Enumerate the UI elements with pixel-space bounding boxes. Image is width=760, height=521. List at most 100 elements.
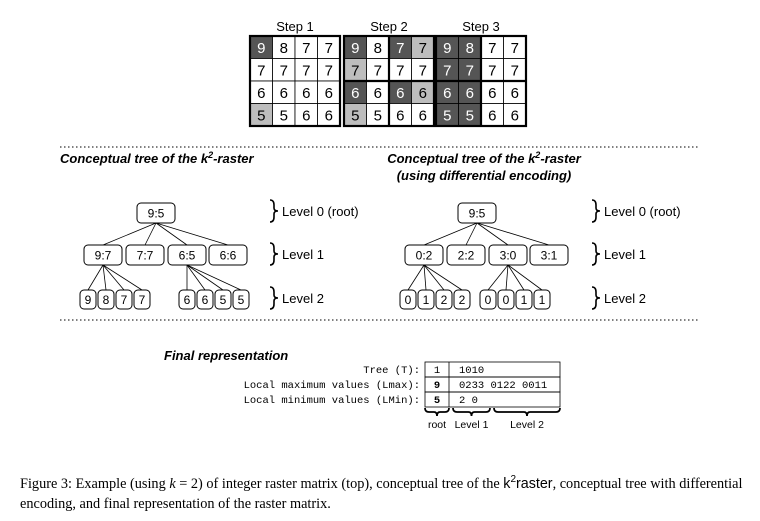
raster-cell-value: 6 [443,85,451,102]
level-bracket [591,242,601,266]
raster-cell-value: 7 [488,40,496,57]
raster-cell-value: 9 [351,40,359,57]
tree-level2-node [115,289,133,310]
step-title: Step 1 [276,19,314,34]
raster-cell-value: 7 [325,62,333,79]
raster-cell-value: 8 [466,40,474,57]
tree-edge [476,222,550,246]
level-label: Level 1 [282,247,324,262]
tree-level2-node-label: 0 [485,293,492,307]
tree-edge [102,264,143,291]
tree-edge [507,264,525,291]
raster-cell-value: 7 [419,40,427,57]
tree-level2-node-label: 9 [85,293,92,307]
raster-cell-value: 7 [443,62,451,79]
step-title: Step 2 [370,19,408,34]
tree-level2-node-label: 1 [423,293,430,307]
step-title: Step 3 [462,19,500,34]
tree-root-node [457,202,497,224]
final-brace-label: Level 1 [455,419,489,431]
tree-edges [87,222,242,291]
raster-cell-value: 5 [351,107,359,124]
level-bracket [269,199,279,223]
level-label: Level 0 (root) [604,204,681,219]
tree-level1-node [529,244,569,266]
tree-level2-node-label: 5 [220,293,227,307]
tree-level2-node [399,289,417,310]
tree-level1-node [167,244,207,266]
tree-root-node [136,202,176,224]
tree-level2-node [515,289,533,310]
raster-cell-value: 7 [511,62,519,79]
tree-level1-node [446,244,486,266]
tree-level1-node-label: 0:2 [416,249,433,263]
raster-cell-value: 7 [280,62,288,79]
final-brace-label: Level 2 [510,419,544,431]
tree-right-title: Conceptual tree of the k2-raster [387,150,582,166]
level-bracket [591,199,601,223]
level-label: Level 1 [604,247,646,262]
final-brace [452,407,491,417]
figure-caption: Figure 3: Example (using k = 2) of integ… [20,474,743,512]
final-row-root-value: 9 [434,380,440,392]
tree-level2-node [435,289,453,310]
raster-cell-value: 6 [302,107,310,124]
raster-cell-value: 7 [302,62,310,79]
raster-cell-value: 7 [466,62,474,79]
raster-cell-value: 5 [443,107,451,124]
tree-level2-node-label: 2 [441,293,448,307]
tree-level1-node-label: 6:5 [179,249,196,263]
tree-edge [423,264,463,291]
final-row-values: 2 0 [459,395,478,407]
tree-edge [487,264,509,291]
tree-level2-node [497,289,515,310]
raster-cell-value: 6 [488,85,496,102]
level-bracket [269,242,279,266]
tree-level2-node [196,289,214,310]
level-labels-right: Level 0 (root) Level 1 Level 2 [591,199,681,310]
tree-right-subtitle: (using differential encoding) [397,168,572,183]
level-label: Level 2 [604,291,646,306]
raster-cell-value: 7 [511,40,519,57]
tree-edge [505,264,509,291]
tree-edge [102,264,107,291]
final-row-values: 1010 [459,365,484,377]
tree-level2-node-label: 6 [184,293,191,307]
raster-cell-value: 7 [419,62,427,79]
level-label: Level 2 [282,291,324,306]
tree-level2-node [97,289,115,310]
tree-edge [423,264,427,291]
tree-level2-node-label: 7 [139,293,146,307]
tree-edge [476,222,509,246]
tree-level1-node-label: 6:6 [220,249,237,263]
level-bracket [591,286,601,310]
raster-cell-value: 7 [257,62,265,79]
raster-cell-value: 7 [374,62,382,79]
raster-cell-value: 6 [325,85,333,102]
raster-cell-value: 8 [374,40,382,57]
final-brace [424,407,450,417]
tree-edge [186,264,206,291]
final-row-label: Local maximum values (Lmax): [244,380,420,392]
raster-cell-value: 6 [351,85,359,102]
final-brace-label: root [428,419,446,431]
tree-level2-node [133,289,151,310]
tree-root-node-label: 9:5 [469,207,486,221]
tree-edge [407,264,425,291]
tree-edge [144,222,157,246]
tree-level1-node [125,244,165,266]
tree-edge [423,264,445,291]
raster-cell-value: 6 [419,107,427,124]
tree-edge [423,222,478,246]
tree-level2-node-label: 1 [539,293,546,307]
final-row-root-value: 1 [434,365,440,377]
tree-level1-node [404,244,444,266]
raster-cell-value: 8 [280,40,288,57]
tree-level1-node-label: 3:0 [500,249,517,263]
tree-level1-node-label: 3:1 [541,249,558,263]
